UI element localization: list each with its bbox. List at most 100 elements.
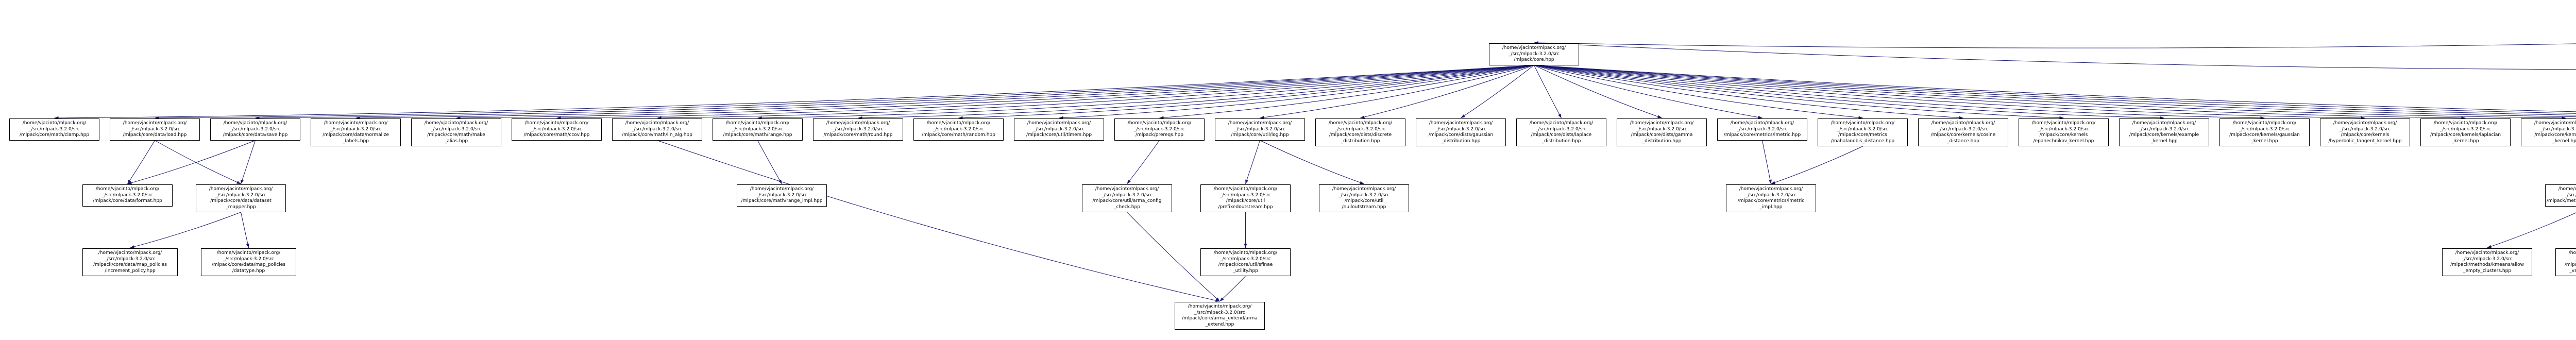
node-label-line: /mlpack/core/kernels/laplacian: [2430, 132, 2501, 138]
graph-node-header-link[interactable]: /home/vjacinto/mlpack.org/_/src/mlpack-3…: [2555, 248, 2576, 276]
include-edge: [2487, 212, 2576, 248]
node-label-line: /home/vjacinto/mlpack.org/: [1127, 121, 1192, 126]
include-edge: [127, 140, 155, 184]
include-edge: [1461, 65, 1534, 118]
include-edge: [456, 65, 1534, 120]
graph-node-header-link[interactable]: /home/vjacinto/mlpack.org/_/src/mlpack-3…: [311, 118, 401, 146]
include-edge: [1771, 146, 1863, 184]
node-label-line: /mlpack/core/math/range.hpp: [723, 132, 792, 138]
node-label-line: /mlpack/core/util: [1226, 198, 1265, 203]
graph-node-header-link[interactable]: /home/vjacinto/mlpack.org/_/src/mlpack-3…: [210, 118, 300, 141]
graph-node-header-link[interactable]: /home/vjacinto/mlpack.org/_/src/mlpack-3…: [1014, 118, 1104, 141]
graph-node-header-link[interactable]: /home/vjacinto/mlpack.org/_/src/mlpack-3…: [9, 118, 99, 141]
graph-node-header-link[interactable]: /home/vjacinto/mlpack.org/_/src/mlpack-3…: [1726, 184, 1816, 212]
include-edge: [1534, 65, 2576, 116]
include-edge: [255, 65, 1534, 120]
node-label-line: _alias.hpp: [444, 138, 468, 144]
graph-node-header-link[interactable]: /home/vjacinto/mlpack.org/_/src/mlpack-3…: [1082, 184, 1172, 212]
include-edge: [1127, 212, 1220, 302]
graph-node-header-link[interactable]: /home/vjacinto/mlpack.org/_/src/mlpack-3…: [612, 118, 702, 141]
node-label-line: /mlpack/core/dists/gamma: [1631, 132, 1693, 138]
graph-node-header-link[interactable]: /home/vjacinto/mlpack.org/_/src/mlpack-3…: [196, 184, 286, 212]
node-label-line: /home/vjacinto/mlpack.org/: [324, 121, 388, 126]
graph-node-header-link[interactable]: /home/vjacinto/mlpack.org/_/src/mlpack-3…: [1200, 248, 1291, 276]
graph-node-header-link[interactable]: /home/vjacinto/mlpack.org/_/src/mlpack-3…: [813, 118, 903, 141]
node-label-line: /home/vjacinto/mlpack.org/: [1188, 304, 1252, 309]
graph-node-header-link[interactable]: /home/vjacinto/mlpack.org/_/src/mlpack-3…: [1918, 118, 2008, 146]
node-label-line: /mlpack/core/dists/discrete: [1329, 132, 1392, 138]
graph-node-header-link[interactable]: /home/vjacinto/mlpack.org/_/src/mlpack-3…: [2545, 184, 2576, 207]
node-label-line: /home/vjacinto/mlpack.org/: [2455, 250, 2519, 256]
graph-node-header-link[interactable]: /home/vjacinto/mlpack.org/_/src/mlpack-3…: [1617, 118, 1707, 146]
graph-node-header-link[interactable]: /home/vjacinto/mlpack.org/_/src/mlpack-3…: [1818, 118, 1908, 146]
graph-node-header-link[interactable]: /home/vjacinto/mlpack.org/_/src/mlpack-3…: [1717, 118, 1807, 141]
include-edge: [757, 140, 782, 184]
node-label-line: _/src/mlpack-3.2.0/src: [933, 126, 984, 132]
node-label-line: /home/vjacinto/mlpack.org/: [209, 186, 273, 192]
node-label-line: _/src/mlpack-3.2.0/src: [102, 192, 153, 198]
node-label-line: _/src/mlpack-3.2.0/src: [105, 256, 156, 262]
node-label-line: _/src/mlpack-3.2.0/src: [732, 126, 783, 132]
node-label-line: /mlpack/core/kernels/gaussian: [2229, 132, 2300, 138]
graph-node-header-link[interactable]: /home/vjacinto/mlpack.org/_/src/mlpack-3…: [82, 248, 178, 276]
node-label-line: _kernel.hpp: [2251, 138, 2278, 144]
graph-node-header-link[interactable]: /home/vjacinto/mlpack.org/_/src/mlpack-3…: [1489, 43, 1579, 65]
node-label-line: /home/vjacinto/mlpack.org/: [1739, 186, 1803, 192]
node-label-line: _/src/mlpack-3.2.0/src: [1338, 192, 1389, 198]
node-label-line: /home/vjacinto/mlpack.org/: [1931, 121, 1995, 126]
node-label-line: _/src/mlpack-3.2.0/src: [230, 126, 281, 132]
graph-node-header-link[interactable]: /home/vjacinto/mlpack.org/_/src/mlpack-3…: [2019, 118, 2109, 146]
graph-node-header-link[interactable]: /home/vjacinto/mlpack.org/_/src/mlpack-3…: [1416, 118, 1506, 146]
graph-node-header-link[interactable]: /home/vjacinto/mlpack.org/_/src/mlpack-3…: [411, 118, 501, 146]
node-label-line: _labels.hpp: [343, 138, 369, 144]
node-label-line: _utility.hpp: [1233, 268, 1258, 274]
node-label-line: /mlpack/core/util: [1344, 198, 1384, 203]
graph-node-header-link[interactable]: /home/vjacinto/mlpack.org/_/src/mlpack-3…: [1114, 118, 1205, 141]
graph-node-header-link[interactable]: /home/vjacinto/mlpack.org/_/src/mlpack-3…: [1319, 184, 1409, 212]
graph-node-header-link[interactable]: /home/vjacinto/mlpack.org/_/src/mlpack-3…: [2219, 118, 2310, 146]
include-edge: [958, 65, 1534, 120]
node-label-line: _/src/mlpack-3.2.0/src: [1134, 126, 1185, 132]
node-label-line: /mlpack/core/metrics/lmetric.hpp: [1723, 132, 1801, 138]
node-label-line: _/src/mlpack-3.2.0/src: [1335, 126, 1386, 132]
node-label-line: _variance_new_cluster.hpp: [2569, 268, 2576, 274]
graph-node-header-link[interactable]: /home/vjacinto/mlpack.org/_/src/mlpack-3…: [1215, 118, 1305, 141]
node-label-line: /home/vjacinto/mlpack.org/: [1502, 45, 1566, 50]
node-label-line: _/src/mlpack-3.2.0/src: [2139, 126, 2190, 132]
graph-node-header-link[interactable]: /home/vjacinto/mlpack.org/_/src/mlpack-3…: [512, 118, 602, 141]
graph-node-header-link[interactable]: /home/vjacinto/mlpack.org/_/src/mlpack-3…: [1175, 302, 1265, 330]
node-label-line: _/src/mlpack-3.2.0/src: [1737, 126, 1788, 132]
node-label-line: _check.hpp: [1114, 204, 1140, 210]
include-edge: [127, 140, 256, 184]
node-label-line: _/src/mlpack-3.2.0/src: [2462, 256, 2513, 262]
graph-node-header-link[interactable]: /home/vjacinto/mlpack.org/_/src/mlpack-3…: [1315, 118, 1405, 146]
graph-node-header-link[interactable]: /home/vjacinto/mlpack.org/_/src/mlpack-3…: [110, 118, 200, 141]
node-label-line: _/src/mlpack-3.2.0/src: [531, 126, 582, 132]
node-label-line: /home/vjacinto/mlpack.org/: [725, 121, 790, 126]
graph-node-header-link[interactable]: /home/vjacinto/mlpack.org/_/src/mlpack-3…: [2119, 118, 2209, 146]
node-label-line: _/src/mlpack-3.2.0/src: [2038, 126, 2089, 132]
graph-node-header-link[interactable]: /home/vjacinto/mlpack.org/_/src/mlpack-3…: [2320, 118, 2410, 146]
node-label-line: _/src/mlpack-3.2.0/src: [129, 126, 180, 132]
node-label-line: /home/vjacinto/mlpack.org/: [1831, 121, 1895, 126]
graph-node-header-link[interactable]: /home/vjacinto/mlpack.org/_/src/mlpack-3…: [913, 118, 1004, 141]
node-label-line: /home/vjacinto/mlpack.org/: [2568, 250, 2576, 256]
graph-node-header-link[interactable]: /home/vjacinto/mlpack.org/_/src/mlpack-3…: [2442, 248, 2532, 276]
graph-node-header-link[interactable]: /home/vjacinto/mlpack.org/_/src/mlpack-3…: [82, 184, 173, 207]
node-label-line: /home/vjacinto/mlpack.org/: [2558, 186, 2576, 192]
node-label-line: /mlpack/core/data/load.hpp: [123, 132, 187, 138]
include-edge: [130, 212, 241, 248]
node-label-line: /mlpack/methods/kmeans/max: [2564, 262, 2576, 267]
graph-node-header-link[interactable]: /home/vjacinto/mlpack.org/_/src/mlpack-3…: [1516, 118, 1606, 146]
graph-node-header-link[interactable]: /home/vjacinto/mlpack.org/_/src/mlpack-3…: [737, 184, 827, 207]
node-label-line: _/src/mlpack-3.2.0/src: [1509, 51, 1560, 57]
graph-node-header-link[interactable]: /home/vjacinto/mlpack.org/_/src/mlpack-3…: [2521, 118, 2576, 146]
graph-node-header-link[interactable]: /home/vjacinto/mlpack.org/_/src/mlpack-3…: [2420, 118, 2511, 146]
graph-node-header-link[interactable]: /home/vjacinto/mlpack.org/_/src/mlpack-3…: [1200, 184, 1291, 212]
node-label-line: /home/vjacinto/mlpack.org/: [524, 121, 589, 126]
node-label-line: _/src/mlpack-3.2.0/src: [1220, 192, 1271, 198]
graph-node-header-link[interactable]: /home/vjacinto/mlpack.org/_/src/mlpack-3…: [201, 248, 296, 276]
graph-node-header-link[interactable]: /home/vjacinto/mlpack.org/_/src/mlpack-3…: [713, 118, 803, 141]
node-label-line: /mlpack/core/kernels/linear: [2534, 132, 2576, 138]
